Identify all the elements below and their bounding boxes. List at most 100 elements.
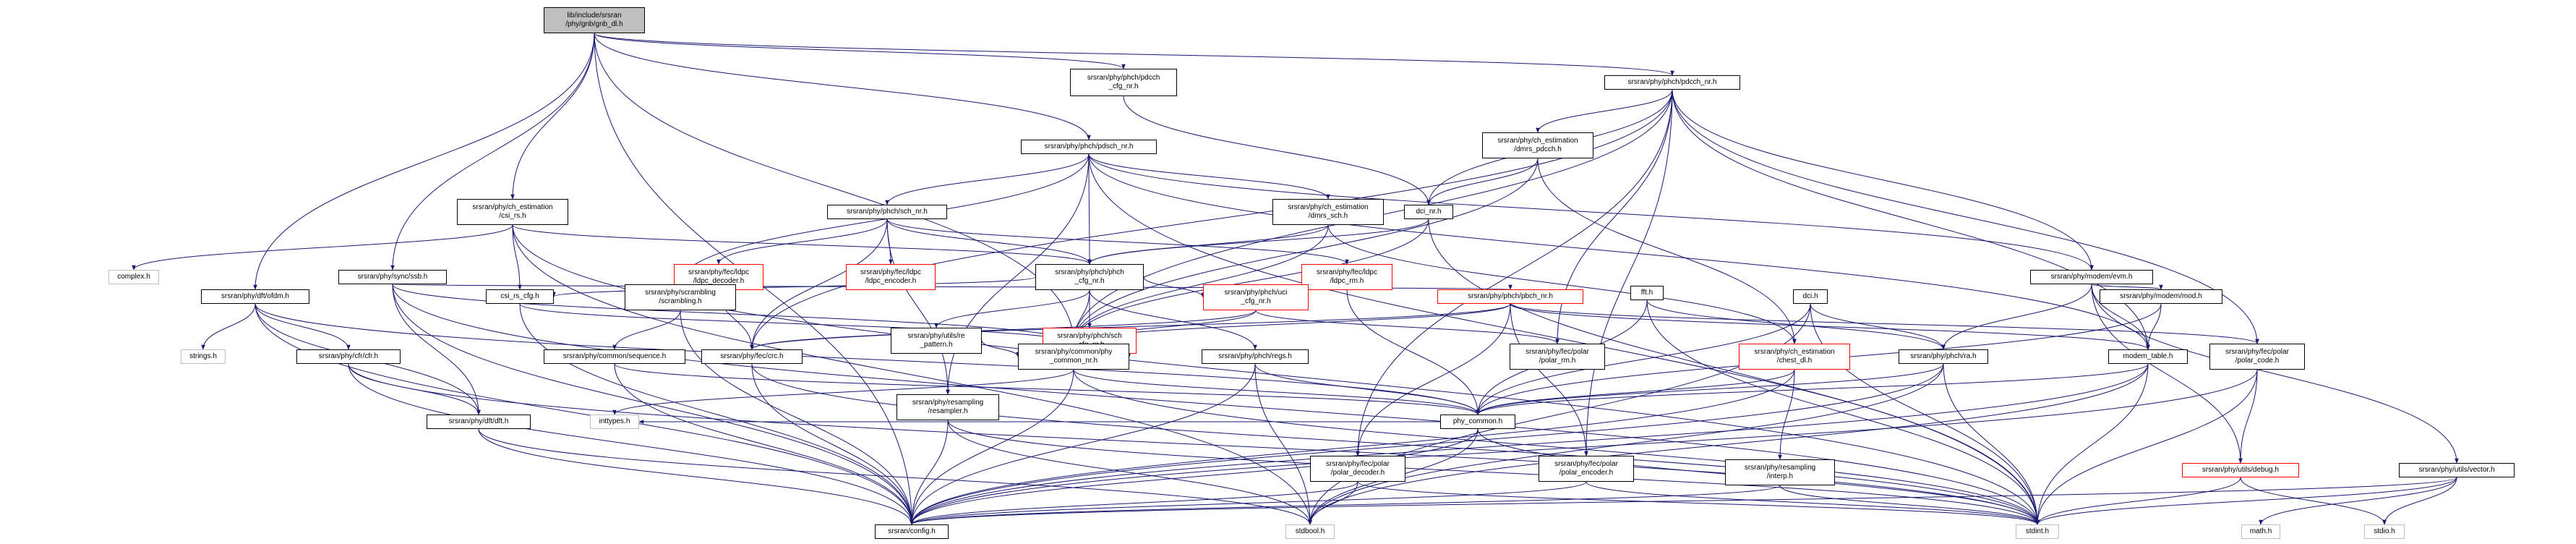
edge-pdcch_nr-to-polar_code	[1672, 89, 2259, 344]
node-dmrs-sch[interactable]: srsran/phy/ch_estimation /dmrs_sch.h	[1272, 199, 1384, 225]
node-sch-nr[interactable]: srsran/phy/phch/sch_nr.h	[827, 205, 947, 219]
node-vector[interactable]: srsran/phy/utils/vector.h	[2399, 463, 2515, 477]
edge-sch_nr-to-crc	[750, 218, 888, 350]
node-root[interactable]: lib/include/srsran /phy/gnb/gnb_dl.h	[544, 7, 645, 33]
node-pdcch-nr[interactable]: srsran/phy/phch/pdcch_nr.h	[1604, 75, 1740, 90]
edge-pdcch_nr-to-polar_rm	[1555, 89, 1673, 344]
edge-ldpc_rm-to-phy_common	[1346, 289, 1480, 415]
edge-vector-to-math	[2259, 477, 2457, 525]
node-dci-nr[interactable]: dci_nr.h	[1404, 205, 1453, 219]
edge-resampler-to-stdint	[947, 420, 2040, 525]
edge-pbch_nr-to-polar_code	[1510, 303, 2259, 344]
edge-csi_rs-to-stdbool	[512, 224, 1312, 525]
edge-root-to-pdsch_nr	[594, 33, 1091, 140]
edge-polar_encoder-to-config	[910, 481, 1587, 525]
edge-vector-to-stdint	[2035, 477, 2457, 525]
node-pbch-nr[interactable]: srsran/phy/phch/pbch_nr.h	[1437, 289, 1583, 304]
edge-modem_table-to-config	[910, 363, 2149, 525]
edge-regs-to-phy_common	[1254, 363, 1480, 415]
edge-ofdm-to-config	[254, 303, 914, 525]
node-modem-table[interactable]: modem_table.h	[2108, 349, 2188, 364]
node-phy-common-nr[interactable]: srsran/phy/common/phy _common_nr.h	[1018, 344, 1129, 370]
node-debug[interactable]: srsran/phy/utils/debug.h	[2182, 463, 2299, 477]
edge-modem_table-to-phy_common	[1476, 363, 2149, 415]
node-polar-rm[interactable]: srsran/phy/fec/polar /polar_rm.h	[1510, 344, 1605, 370]
node-resampler[interactable]: srsran/phy/resampling /resampler.h	[897, 394, 999, 420]
node-ofdm[interactable]: srsran/phy/dft/ofdm.h	[201, 289, 309, 304]
edge-evm-to-debug	[2091, 284, 2243, 464]
node-polar-decoder[interactable]: srsran/phy/fec/polar /polar_decoder.h	[1310, 456, 1405, 482]
edge-pbch_nr-to-crc	[750, 303, 1511, 350]
edge-ra-to-stdint	[1943, 363, 2040, 525]
edge-debug-to-stdio	[2240, 477, 2387, 525]
node-ra[interactable]: srsran/phy/phch/ra.h	[1899, 349, 1988, 364]
edge-ssb-to-stdint	[392, 284, 2040, 525]
node-phy-common[interactable]: phy_common.h	[1440, 415, 1515, 429]
edge-evm-to-ra	[1941, 284, 2092, 350]
edge-phy_common_nr-to-stdint	[1073, 369, 2040, 525]
edge-pdcch_nr-to-polar_decoder	[1356, 89, 1673, 456]
edge-ra-to-stdbool	[1308, 363, 1944, 525]
node-interp[interactable]: srsran/phy/resampling /interp.h	[1725, 459, 1835, 485]
edge-polar_encoder-to-stdint	[1586, 481, 2040, 525]
edge-polar_decoder-to-config	[910, 481, 1358, 525]
edge-polar_code-to-config	[910, 369, 2258, 525]
edge-modem_table-to-stdbool	[1308, 363, 2149, 525]
node-dft[interactable]: srsran/phy/dft/dft.h	[427, 415, 531, 429]
node-pdsch-nr[interactable]: srsran/phy/phch/pdsch_nr.h	[1021, 140, 1157, 154]
node-csi-rs-cfg[interactable]: csi_rs_cfg.h	[486, 289, 554, 304]
edge-vector-to-stdio	[2382, 477, 2457, 525]
edge-pbch_nr-to-polar_decoder	[1356, 303, 1511, 456]
node-polar-code[interactable]: srsran/phy/fec/polar /polar_code.h	[2209, 344, 2305, 370]
edge-ofdm-to-strings	[201, 303, 256, 350]
edge-interp-to-stdint	[1779, 485, 2040, 525]
node-ldpc-rm[interactable]: srsran/phy/fec/ldpc /ldpc_rm.h	[1301, 264, 1392, 290]
edge-phch_cfg-to-re_pattern	[934, 289, 1090, 328]
edge-polar_decoder-to-stdint	[1357, 481, 2040, 525]
edge-uci_cfg-to-polar_rm	[1255, 310, 1559, 344]
node-dci[interactable]: dci.h	[1793, 289, 1828, 304]
edge-chest_dl-to-config	[910, 369, 1795, 525]
edge-dci-to-stdbool	[1308, 303, 1811, 525]
node-ssb[interactable]: srsran/phy/sync/ssb.h	[338, 270, 447, 284]
node-dmrs-pdcch[interactable]: srsran/phy/ch_estimation /dmrs_pdcch.h	[1482, 132, 1593, 158]
edge-regs-to-config	[910, 363, 1256, 525]
node-mod[interactable]: srsran/phy/modem/mod.h	[2100, 289, 2222, 304]
node-complex: complex.h	[108, 270, 159, 284]
node-uci-cfg[interactable]: srsran/phy/phch/uci _cfg_nr.h	[1203, 284, 1309, 310]
edge-dft-to-config	[478, 428, 914, 525]
node-cfr[interactable]: srsran/phy/cfr/cfr.h	[296, 349, 401, 364]
node-pdcch-cfg[interactable]: srsran/phy/phch/pdcch _cfg_nr.h	[1070, 69, 1177, 96]
edge-csi_rs-to-phch_cfg	[512, 224, 1092, 265]
node-evm[interactable]: srsran/phy/modem/evm.h	[2030, 270, 2153, 284]
edge-chest_dl-to-phy_common	[1476, 369, 1795, 415]
edge-sch_nr-to-ldpc_decoder	[716, 218, 888, 265]
edge-dmrs_pdcch-to-phy_common_nr	[1071, 158, 1539, 344]
edge-sch_nr-to-ldpc_rm	[886, 218, 1349, 265]
edge-cfr-to-config	[348, 363, 914, 525]
node-scrambling[interactable]: srsran/phy/scrambling /scrambling.h	[625, 284, 736, 310]
node-polar-encoder[interactable]: srsran/phy/fec/polar /polar_encoder.h	[1539, 456, 1634, 482]
node-crc[interactable]: srsran/phy/fec/crc.h	[701, 349, 803, 364]
node-ldpc-encoder[interactable]: srsran/phy/fec/ldpc /ldpc_encoder.h	[846, 264, 936, 290]
node-csi-rs[interactable]: srsran/phy/ch_estimation /csi_rs.h	[457, 199, 568, 225]
node-config[interactable]: srsran/config.h	[875, 524, 949, 539]
edge-dci_nr-to-stdint	[1428, 218, 2040, 525]
edge-dmrs_sch-to-chest_dl	[1327, 224, 1797, 344]
edge-dci_nr-to-phy_common_nr	[1071, 218, 1429, 344]
edge-root-to-ofdm	[253, 33, 595, 290]
edge-csi_rs-to-csi_rs_cfg	[512, 224, 522, 290]
edge-sequence-to-config	[614, 363, 914, 525]
edge-dci-to-ra	[1810, 303, 1946, 350]
node-fft[interactable]: fft.h	[1630, 286, 1664, 300]
node-re-pattern[interactable]: srsran/phy/utils/re _pattern.h	[891, 328, 982, 354]
edge-ssb-to-pbch_nr	[392, 284, 1511, 290]
node-phch-cfg[interactable]: srsran/phy/phch/phch _cfg_nr.h	[1035, 264, 1144, 290]
edge-dmrs_sch-to-phch_cfg	[1087, 224, 1329, 265]
node-math: math.h	[2241, 524, 2280, 539]
node-sequence[interactable]: srsran/phy/common/sequence.h	[544, 349, 685, 364]
node-chest-dl[interactable]: srsran/phy/ch_estimation /chest_dl.h	[1739, 344, 1850, 370]
node-regs[interactable]: srsran/phy/phch/regs.h	[1202, 349, 1309, 364]
edge-scrambling-to-config	[680, 310, 914, 525]
